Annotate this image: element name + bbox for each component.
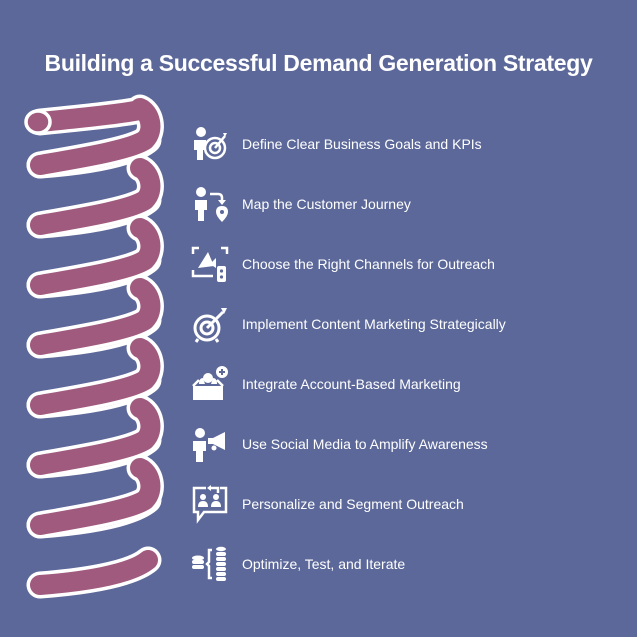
- list-item: Integrate Account-Based Marketing: [190, 364, 461, 404]
- target-arrow-icon: [190, 304, 230, 344]
- person-route-pin-icon: [190, 184, 230, 224]
- item-label: Use Social Media to Amplify Awareness: [242, 436, 488, 452]
- item-label: Choose the Right Channels for Outreach: [242, 256, 495, 272]
- person-megaphone-icon: [190, 424, 230, 464]
- spring-coil-graphic: [24, 94, 164, 599]
- database-stack-icon: [190, 544, 230, 584]
- list-item: Choose the Right Channels for Outreach: [190, 244, 495, 284]
- page-title: Building a Successful Demand Generation …: [44, 50, 593, 76]
- group-add-icon: [190, 364, 230, 404]
- list-item: Define Clear Business Goals and KPIs: [190, 124, 482, 164]
- chat-users-icon: [190, 484, 230, 524]
- item-label: Integrate Account-Based Marketing: [242, 376, 461, 392]
- list-item: Personalize and Segment Outreach: [190, 484, 464, 524]
- item-label: Map the Customer Journey: [242, 196, 411, 212]
- item-label: Implement Content Marketing Strategicall…: [242, 316, 506, 332]
- item-label: Optimize, Test, and Iterate: [242, 556, 406, 572]
- list-item: Implement Content Marketing Strategicall…: [190, 304, 506, 344]
- megaphone-channels-icon: [190, 244, 230, 284]
- list-item: Optimize, Test, and Iterate: [190, 544, 405, 584]
- list-item: Map the Customer Journey: [190, 184, 411, 224]
- list-item: Use Social Media to Amplify Awareness: [190, 424, 488, 464]
- item-label: Define Clear Business Goals and KPIs: [242, 136, 482, 152]
- person-target-icon: [190, 124, 230, 164]
- item-label: Personalize and Segment Outreach: [242, 496, 464, 512]
